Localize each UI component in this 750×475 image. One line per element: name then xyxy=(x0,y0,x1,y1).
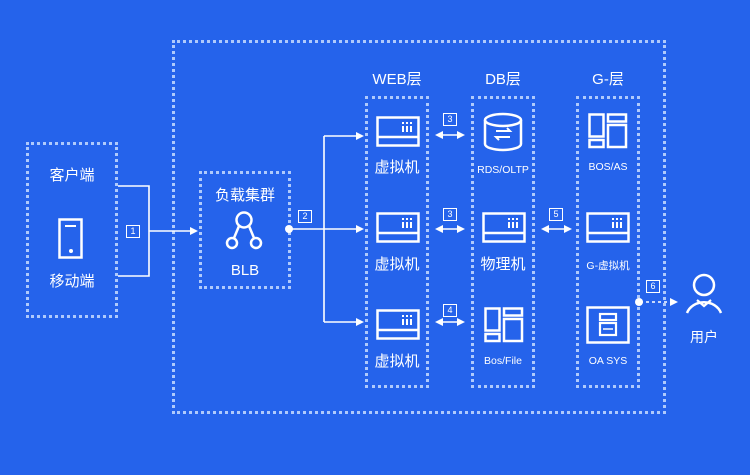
user-icon xyxy=(685,273,723,314)
web-tier-group xyxy=(365,96,429,388)
server-icon xyxy=(586,212,630,243)
mobile-phone-icon xyxy=(58,218,83,259)
web-item-label: 虚拟机 xyxy=(374,256,420,273)
step-badge: 1 xyxy=(126,225,140,238)
db-item-label: Bos/File xyxy=(484,355,522,367)
g-tier-group xyxy=(576,96,640,388)
lb-title: 负载集群 xyxy=(214,187,275,204)
step-badge: 6 xyxy=(646,280,660,293)
g-item-label: OA SYS xyxy=(588,355,628,367)
db-item-label: RDS/OLTP xyxy=(477,164,529,176)
step-badge: 3 xyxy=(443,208,457,221)
client-title: 客户端 xyxy=(49,167,95,184)
g-output-dot xyxy=(635,298,643,306)
step-badge: 3 xyxy=(443,113,457,126)
db-tier-title: DB层 xyxy=(485,71,521,88)
storage-layout-icon xyxy=(588,113,628,149)
server-icon xyxy=(376,309,420,340)
user-label: 用户 xyxy=(690,329,718,345)
server-icon xyxy=(482,212,526,243)
database-icon xyxy=(483,112,523,152)
db-tier-group xyxy=(471,96,535,388)
server-icon xyxy=(376,212,420,243)
office-system-icon xyxy=(586,306,630,344)
client-device-label: 移动端 xyxy=(49,273,95,290)
web-tier-title: WEB层 xyxy=(372,71,422,88)
lb-output-dot xyxy=(285,225,293,233)
system-boundary xyxy=(172,40,666,414)
step-badge: 4 xyxy=(443,304,457,317)
lb-label: BLB xyxy=(230,262,260,279)
step-badge: 2 xyxy=(298,210,312,223)
client-group xyxy=(26,142,118,318)
web-item-label: 虚拟机 xyxy=(374,353,420,370)
g-tier-title: G-层 xyxy=(592,71,624,88)
server-icon xyxy=(376,116,420,147)
load-balancer-icon xyxy=(225,211,263,250)
g-item-label: G-虚拟机 xyxy=(586,260,630,272)
g-item-label: BOS/AS xyxy=(588,161,628,173)
web-item-label: 虚拟机 xyxy=(374,159,420,176)
step-badge: 5 xyxy=(549,208,563,221)
db-item-label: 物理机 xyxy=(480,256,526,273)
storage-layout-icon xyxy=(484,307,524,343)
